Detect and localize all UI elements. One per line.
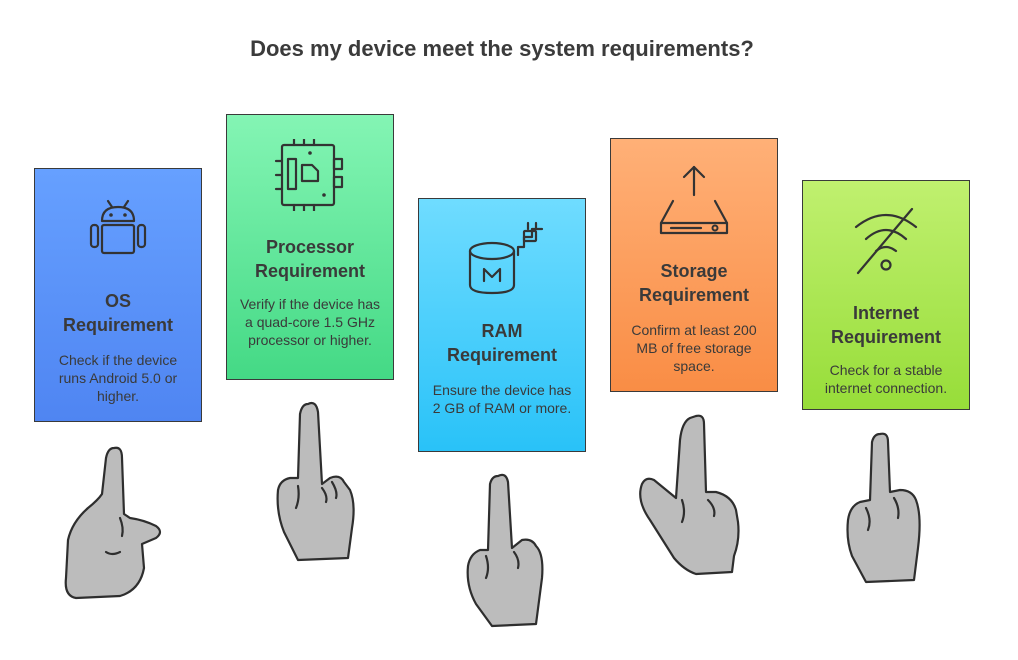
cpu-chip-icon [274,139,344,211]
os-requirement-card: OS Requirement Check if the device runs … [34,168,202,422]
card-description: Verify if the device has a quad-core 1.5… [239,296,381,348]
card-heading: RAM Requirement [446,321,558,365]
pointing-hand-icon [276,401,355,562]
card-heading: Processor Requirement [254,237,366,281]
pointing-hand-icon [466,473,544,628]
page-title: Does my device meet the system requireme… [250,36,754,61]
internet-requirement-card: Internet Requirement Check for a stable … [802,180,970,410]
storage-requirement-card: Storage Requirement Confirm at least 200… [610,138,778,392]
card-description: Confirm at least 200 MB of free storage … [631,322,757,374]
storage-upload-icon [659,165,729,235]
wifi-off-icon [854,207,918,275]
card-heading: Storage Requirement [638,261,750,305]
card-description: Check for a stable internet connection. [824,362,948,396]
card-heading: Internet Requirement [830,303,942,347]
card-description: Ensure the device has 2 GB of RAM or mor… [432,382,572,416]
android-icon [89,199,147,255]
ram-requirement-card: RAM Requirement Ensure the device has 2 … [418,198,586,452]
memory-icon [468,221,544,295]
pointing-hand-icon [64,446,162,600]
card-description: Check if the device runs Android 5.0 or … [58,352,178,404]
pointing-hand-icon [639,414,740,576]
card-heading: OS Requirement [62,291,174,335]
pointing-hand-icon [846,432,921,584]
processor-requirement-card: Processor Requirement Verify if the devi… [226,114,394,380]
